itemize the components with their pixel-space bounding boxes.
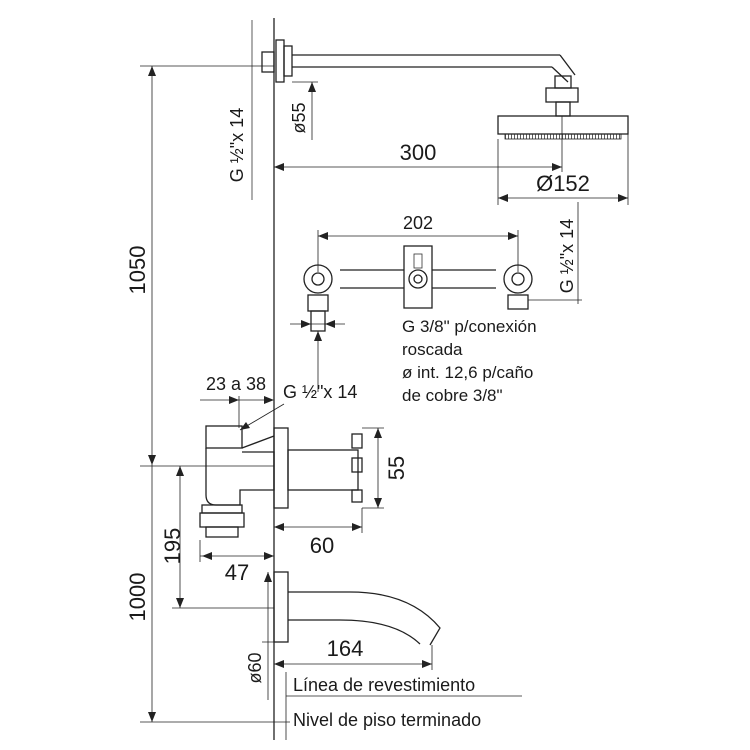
spout-164-label: 164: [327, 636, 364, 661]
dimension-height-1050: [140, 65, 274, 722]
dimension-spout-flange-60: [262, 572, 288, 700]
dimension-wall-range: [200, 396, 274, 428]
spout-flange-60-label: ø60: [245, 652, 265, 683]
dimension-head-152: [497, 134, 629, 205]
head-152-label: Ø152: [536, 171, 590, 196]
connection-note-line-2: roscada: [402, 340, 463, 359]
height-1000-label: 1000: [125, 573, 150, 622]
bar-202-label: 202: [403, 213, 433, 233]
mixer-valve-body: [199, 425, 363, 538]
wall-range-label: 23 a 38: [206, 374, 266, 394]
thread-bar-label: G ½"x 14: [557, 219, 577, 293]
thread-valve-label: G ½"x 14: [283, 382, 357, 402]
height-195-label: 195: [160, 528, 185, 565]
floor-level-label: Nivel de piso terminado: [293, 710, 481, 730]
arm-300-label: 300: [400, 140, 437, 165]
dimension-bar-202: [317, 230, 519, 272]
shower-arm-assembly: [261, 39, 579, 117]
dimension-arm-300: [274, 116, 563, 172]
thread-arm-label: G ½"x 14: [227, 108, 247, 182]
dimension-height-195: [172, 466, 274, 609]
shower-head: [497, 115, 629, 140]
dimension-valve-60: [274, 508, 363, 533]
height-1050-label: 1050: [125, 246, 150, 295]
dimension-connection: [290, 320, 345, 392]
dimension-spout-164: [274, 645, 433, 670]
bath-spout: [273, 571, 441, 646]
dimension-spout-47: [199, 540, 274, 562]
valve-60-label: 60: [310, 533, 334, 558]
valve-55-label: 55: [384, 456, 409, 480]
diverter-bar: [303, 245, 533, 332]
connection-note-line-4: de cobre 3/8": [402, 386, 503, 405]
dimension-flange-55: [292, 81, 318, 140]
connection-note-line-1: G 3/8" p/conexión: [402, 317, 537, 336]
connection-note-line-3: ø int. 12,6 p/caño: [402, 363, 533, 382]
flange-55-label: ø55: [289, 102, 309, 133]
spout-47-label: 47: [225, 560, 249, 585]
dimension-valve-55: [362, 427, 384, 509]
dimension-height-1000: [140, 455, 274, 467]
wall-finish-label: Línea de revestimiento: [293, 675, 475, 695]
